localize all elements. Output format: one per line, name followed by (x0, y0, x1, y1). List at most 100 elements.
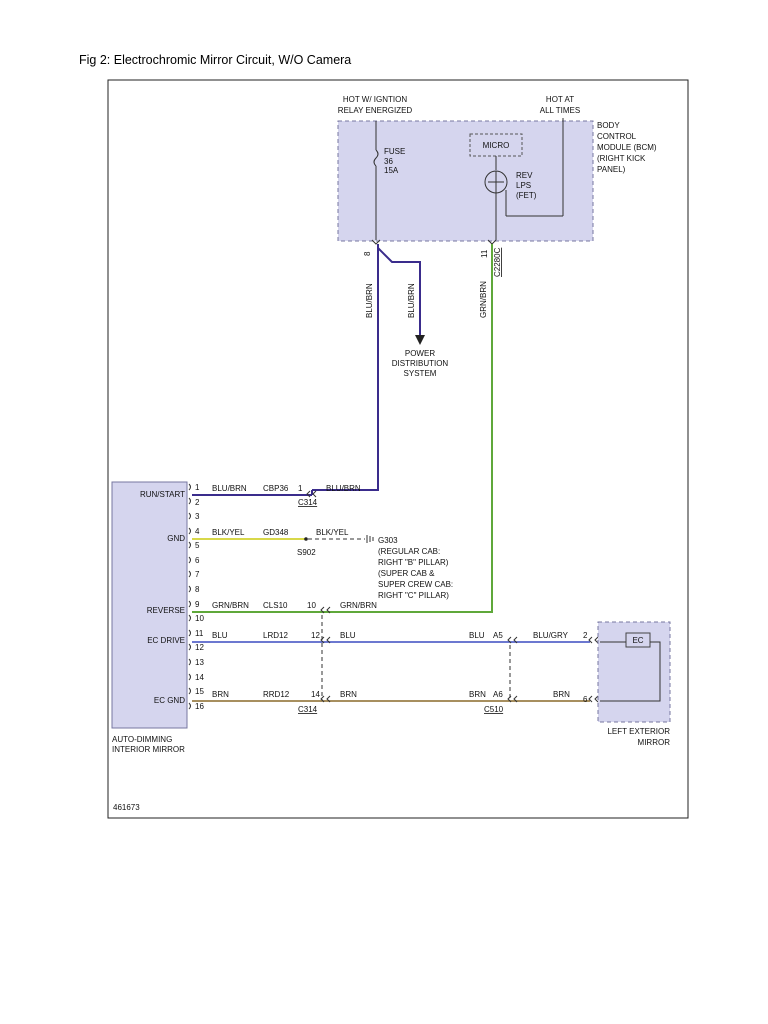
bcm-label-4: (RIGHT KICK (597, 154, 646, 163)
connector-c510-label: C510 (484, 705, 504, 714)
wire-blu-brn-main (312, 244, 379, 491)
wire-grn-brn (322, 244, 493, 613)
wire-label-blu-brn-2: BLU/BRN (407, 283, 416, 318)
bcm-label-3: MODULE (BCM) (597, 143, 657, 152)
bcm-pin-11: 11 (480, 249, 489, 258)
pin-10: 10 (195, 614, 204, 623)
ecdrive-circuit: LRD12 (263, 631, 288, 640)
reverse-color: GRN/BRN (212, 601, 249, 610)
reverse-pin: 10 (307, 601, 316, 610)
ecdrive-color: BLU (212, 631, 228, 640)
pin-5: 5 (195, 541, 200, 550)
arrow-down-icon (415, 335, 425, 345)
diagram-frame (107, 79, 689, 819)
ec-label: EC (632, 636, 643, 645)
fuse-number: 36 (384, 157, 393, 166)
ecgnd-mid-color: BRN (340, 690, 357, 699)
fuse-label: FUSE (384, 147, 405, 156)
figure-id: 461673 (113, 803, 140, 812)
rev-lps-3: (FET) (516, 191, 537, 200)
bcm-connector: C2280C (493, 247, 502, 277)
ext-mirror-name-1: LEFT EXTERIOR (607, 727, 670, 736)
rev-lps-1: REV (516, 171, 533, 180)
runstart-pin: 1 (298, 484, 303, 493)
pin-13: 13 (195, 658, 204, 667)
ecdrive-mid-color: BLU (340, 631, 356, 640)
ecdrive-c510-pin: A5 (493, 631, 503, 640)
ext-mirror-name-2: MIRROR (638, 738, 671, 747)
mirror-name-2: INTERIOR MIRROR (112, 745, 185, 754)
hot-always-line-1: HOT AT (546, 95, 574, 104)
ground-note-4: SUPER CREW CAB: (378, 580, 453, 589)
pin-3: 3 (195, 512, 200, 521)
runstart-far-color: BLU/BRN (326, 484, 361, 493)
bcm-pin-8: 8 (363, 251, 372, 256)
runstart-connector: C314 (298, 498, 318, 507)
bcm-module (337, 120, 594, 242)
pin-2: 2 (195, 498, 200, 507)
func-ecgnd: EC GND (154, 696, 185, 705)
power-dist-1: POWER (405, 349, 435, 358)
pin-6: 6 (195, 556, 200, 565)
ecgnd-c510-pin: A6 (493, 690, 503, 699)
func-runstart: RUN/START (140, 490, 185, 499)
pin-7: 7 (195, 570, 200, 579)
gnd-circuit: GD348 (263, 528, 289, 537)
ground-note-2: RIGHT "B" PILLAR) (378, 558, 449, 567)
runstart-color: BLU/BRN (212, 484, 247, 493)
func-ecdrive: EC DRIVE (147, 636, 185, 645)
pin-16: 16 (195, 702, 204, 711)
pin-9: 9 (195, 600, 200, 609)
pin-14: 14 (195, 673, 204, 682)
gnd-color: BLK/YEL (212, 528, 245, 537)
gnd-far-color: BLK/YEL (316, 528, 349, 537)
ecgnd-ext-pin: 6 (583, 695, 588, 704)
exterior-mirror-module (597, 621, 671, 723)
connector-c314-label: C314 (298, 705, 318, 714)
runstart-circuit: CBP36 (263, 484, 289, 493)
hot-always-line-2: ALL TIMES (540, 106, 580, 115)
hot-ignition-line-1: HOT W/ IGNTION (343, 95, 408, 104)
fuse-rating: 15A (384, 166, 399, 175)
func-reverse: REVERSE (147, 606, 185, 615)
wire-blu-brn-branch (377, 247, 421, 335)
ecgnd-pin: 14 (311, 690, 320, 699)
wire-label-blu-brn-1: BLU/BRN (365, 283, 374, 318)
bcm-label-2: CONTROL (597, 132, 637, 141)
ecgnd-c510-color: BRN (469, 690, 486, 699)
ecgnd-circuit: RRD12 (263, 690, 290, 699)
reverse-far-color: GRN/BRN (340, 601, 377, 610)
bcm-label-1: BODY (597, 121, 620, 130)
micro-label: MICRO (483, 141, 510, 150)
fuse-icon (373, 149, 379, 167)
pin-11: 11 (195, 629, 204, 638)
ecgnd-color: BRN (212, 690, 229, 699)
ground-note-1: (REGULAR CAB: (378, 547, 440, 556)
ecdrive-ext-pin: 2 (583, 631, 588, 640)
power-dist-3: SYSTEM (404, 369, 437, 378)
pin-15: 15 (195, 687, 204, 696)
ecdrive-pin: 12 (311, 631, 320, 640)
interior-mirror-module (111, 481, 188, 729)
figure-caption: Fig 2: Electrochromic Mirror Circuit, W/… (79, 53, 352, 67)
ground-note-5: RIGHT "C" PILLAR) (378, 591, 449, 600)
bcm-label-5: PANEL) (597, 165, 626, 174)
func-gnd: GND (167, 534, 185, 543)
ecdrive-c510-color: BLU (469, 631, 485, 640)
power-dist-2: DISTRIBUTION (392, 359, 449, 368)
ground-label: G303 (378, 536, 398, 545)
reverse-circuit: CLS10 (263, 601, 288, 610)
mirror-name-1: AUTO-DIMMING (112, 735, 172, 744)
ground-note-3: (SUPER CAB & (378, 569, 435, 578)
mirror-pin-list: 1 2 3 4 5 6 7 8 9 10 11 12 13 14 15 16 (195, 483, 204, 711)
hot-ignition-line-2: RELAY ENERGIZED (338, 106, 413, 115)
splice-s902: S902 (297, 548, 316, 557)
rev-lps-2: LPS (516, 181, 531, 190)
ec-element (625, 632, 651, 648)
wire-label-grn-brn: GRN/BRN (479, 281, 488, 318)
pin-1: 1 (195, 483, 200, 492)
pin-4: 4 (195, 527, 200, 536)
ecdrive-ext-color: BLU/GRY (533, 631, 569, 640)
pin-12: 12 (195, 643, 204, 652)
